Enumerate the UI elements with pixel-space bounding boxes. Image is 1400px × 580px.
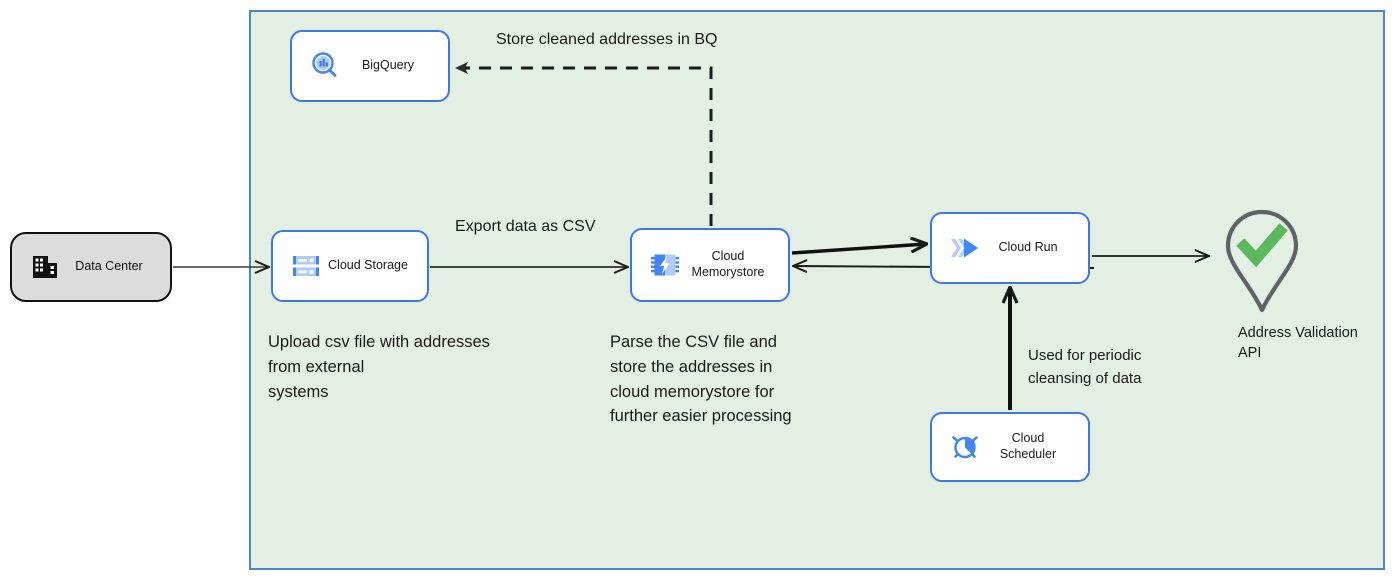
node-address-validation-api[interactable] — [1216, 206, 1396, 321]
node-cloud-scheduler[interactable]: Cloud Scheduler — [930, 412, 1090, 482]
node-label-cloud-storage: Cloud Storage — [328, 258, 408, 273]
edge-label-store-in-bq: Store cleaned addresses in BQ — [496, 31, 718, 48]
node-label-memorystore: Cloud Memorystore — [691, 249, 765, 279]
note-parse-csv: Parse the CSV file and store the address… — [610, 333, 792, 426]
cloud-storage-icon — [289, 249, 323, 283]
cloud-boundary-container — [249, 10, 1385, 570]
cloud-run-icon — [948, 231, 982, 265]
cloud-scheduler-clock-icon — [948, 430, 982, 464]
edge-label-export-csv: Export data as CSV — [455, 218, 596, 235]
node-cloud-storage[interactable]: Cloud Storage — [271, 230, 429, 302]
node-label-bigquery: BigQuery — [361, 58, 415, 73]
bigquery-icon — [308, 49, 342, 83]
node-label-address-validation-api: Address Validation API — [1238, 325, 1358, 361]
node-bigquery[interactable]: BigQuery — [290, 30, 450, 102]
node-label-data-center: Data Center — [75, 259, 143, 274]
node-data-center[interactable]: Data Center — [10, 232, 172, 302]
note-periodic-cleansing: Used for periodic cleansing of data — [1028, 347, 1142, 387]
node-label-cloud-run: Cloud Run — [998, 240, 1058, 255]
node-label-cloud-scheduler: Cloud Scheduler — [999, 431, 1057, 461]
node-cloud-run[interactable]: Cloud Run — [930, 212, 1090, 284]
memorystore-chip-icon — [648, 248, 682, 282]
note-upload-csv: Upload csv file with addresses from exte… — [268, 333, 490, 401]
building-icon — [28, 250, 62, 284]
node-cloud-memorystore[interactable]: Cloud Memorystore — [630, 228, 790, 302]
map-pin-check-icon — [1220, 209, 1304, 320]
